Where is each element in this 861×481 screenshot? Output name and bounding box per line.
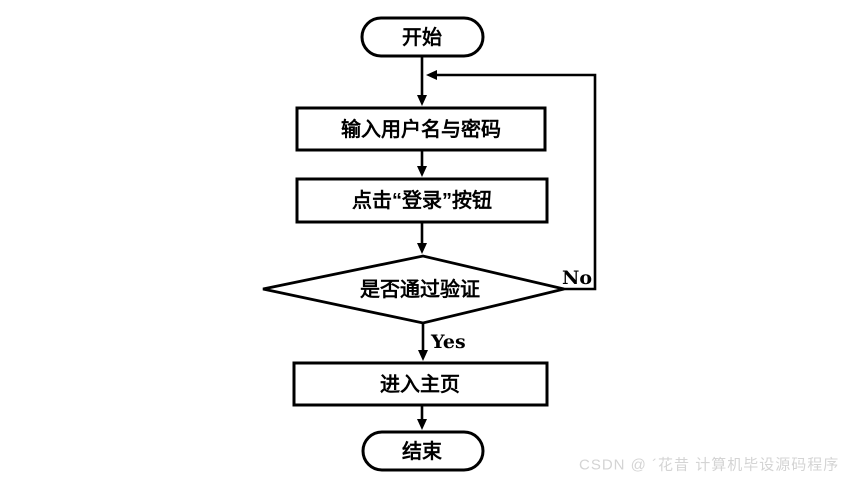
enter-home-node	[292, 361, 549, 407]
end-node-label: 结束	[402, 439, 443, 463]
edge-input-to-click-arrowhead	[417, 166, 427, 177]
edge-no-return	[437, 73, 597, 291]
verify-decision-node	[262, 254, 565, 325]
edge-no-return-arrowhead	[426, 70, 437, 80]
edge-decision-to-home-arrowhead	[418, 350, 428, 361]
edge-click-to-decision-arrowhead	[417, 243, 427, 254]
click-login-node	[295, 177, 549, 224]
enter-home-label: 进入主页	[380, 372, 460, 396]
verify-decision-label: 是否通过验证	[359, 277, 480, 301]
input-credentials-label: 输入用户名与密码	[341, 117, 501, 141]
click-login-label: 点击“登录”按钮	[352, 188, 492, 212]
yes-edge-label: Yes	[430, 331, 466, 353]
start-node-label: 开始	[402, 25, 442, 49]
end-node	[361, 430, 485, 472]
edge-home-to-end-arrowhead	[417, 419, 427, 430]
no-edge-label: No	[562, 267, 592, 289]
input-credentials-node	[295, 106, 547, 152]
edge-start-to-input-arrowhead	[417, 95, 427, 106]
csdn-watermark: CSDN @ ´花昔 计算机毕设源码程序	[579, 456, 839, 474]
